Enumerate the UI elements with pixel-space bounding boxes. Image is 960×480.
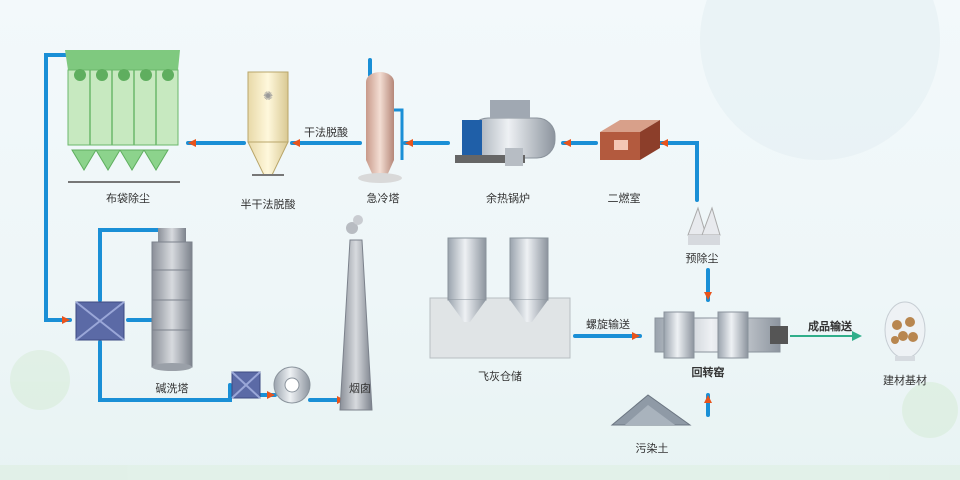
svg-text:✺: ✺ [263, 89, 273, 103]
chimney [339, 215, 373, 411]
rotary-kiln [654, 311, 788, 359]
pre-dust-collector [687, 206, 721, 245]
label-dry-deacid: 干法脱酸 [304, 126, 348, 139]
label-product-conveyor: 成品输送 [808, 320, 852, 333]
label-fly-ash-storage: 飞灰仓储 [478, 370, 522, 383]
label-alkali-tower: 碱洗塔 [155, 382, 189, 395]
quench-tower [358, 72, 404, 183]
product-arrow [790, 331, 862, 341]
label-rotary-kiln: 回转窑 [691, 366, 725, 379]
label-building-material: 建材基材 [883, 374, 927, 387]
label-secondary-chamber: 二燃室 [607, 192, 641, 205]
label-baghouse: 布袋除尘 [106, 192, 150, 205]
alkali-scrubber-tower [151, 228, 193, 371]
label-chimney: 烟囱 [349, 382, 371, 395]
label-pre-dust: 预除尘 [685, 252, 719, 265]
baghouse-filter [65, 50, 180, 183]
contaminated-soil-pile [610, 394, 692, 426]
label-screw-conveyor: 螺旋输送 [586, 318, 630, 331]
label-semi-dry: 半干法脱酸 [240, 198, 296, 211]
semi-dry-tower: ✺ [247, 71, 289, 176]
waste-heat-boiler [455, 100, 556, 166]
secondary-combustion-chamber [600, 120, 660, 160]
fly-ash-silos [429, 237, 571, 359]
label-contaminated-soil: 污染土 [635, 442, 669, 455]
label-waste-heat-boiler: 余热锅炉 [486, 192, 530, 205]
flow-arrows [62, 139, 712, 404]
induced-draft-fan [231, 366, 311, 404]
label-quench-tower: 急冷塔 [366, 192, 400, 205]
building-material-jar [884, 301, 926, 361]
heat-exchanger [75, 301, 125, 341]
